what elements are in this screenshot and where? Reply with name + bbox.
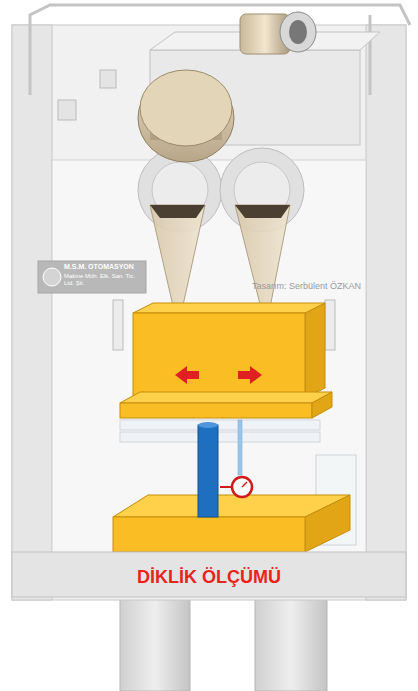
machine-frame	[12, 25, 406, 600]
upper-block	[133, 313, 305, 398]
cylinder-face	[140, 70, 232, 146]
pulley-hub	[234, 162, 290, 218]
motor-shaft	[289, 20, 307, 44]
base-plate-side	[305, 495, 350, 552]
upper-block-side	[305, 303, 325, 398]
motor-end	[280, 12, 316, 52]
upper-plate-top	[120, 392, 332, 403]
cone-top	[235, 205, 290, 218]
upper-plate-side	[312, 392, 332, 418]
top-rail	[369, 15, 372, 95]
logo-name: M.S.M. OTOMASYON	[64, 263, 146, 271]
guide-rod	[325, 300, 335, 350]
diagram-title: DİKLİK ÖLÇÜMÜ	[60, 567, 358, 588]
bolt	[100, 70, 116, 88]
glass-plate	[120, 432, 320, 442]
logo-subtitle: Makine Müh. Elk. San. Tic. Ltd. Şti.	[64, 273, 144, 287]
motion-arrow-left	[175, 366, 199, 384]
upper-block-top	[133, 303, 325, 313]
machine-leg	[255, 595, 327, 691]
dial-gauge	[232, 477, 252, 497]
logo-emblem	[43, 268, 61, 286]
frame-column	[366, 25, 406, 600]
machine-leg	[120, 595, 190, 691]
test-specimen	[198, 425, 218, 517]
guide-rod	[113, 300, 123, 350]
logo-box	[38, 261, 146, 293]
glass-plate	[120, 420, 320, 430]
gauge-needle	[242, 482, 247, 487]
cone-top	[150, 205, 205, 218]
frame-base	[12, 552, 406, 597]
gauge-stem	[238, 420, 242, 475]
frame-column	[12, 25, 52, 600]
base-plate	[113, 517, 305, 552]
specimen-top	[198, 422, 218, 428]
bolt	[58, 100, 76, 120]
designer-credit: Tasarım: Serbülent ÖZKAN	[252, 281, 392, 291]
gauge-probe	[220, 486, 232, 488]
motion-arrow-right	[238, 366, 262, 384]
frame-opening	[52, 160, 366, 580]
upper-plate	[120, 403, 312, 418]
